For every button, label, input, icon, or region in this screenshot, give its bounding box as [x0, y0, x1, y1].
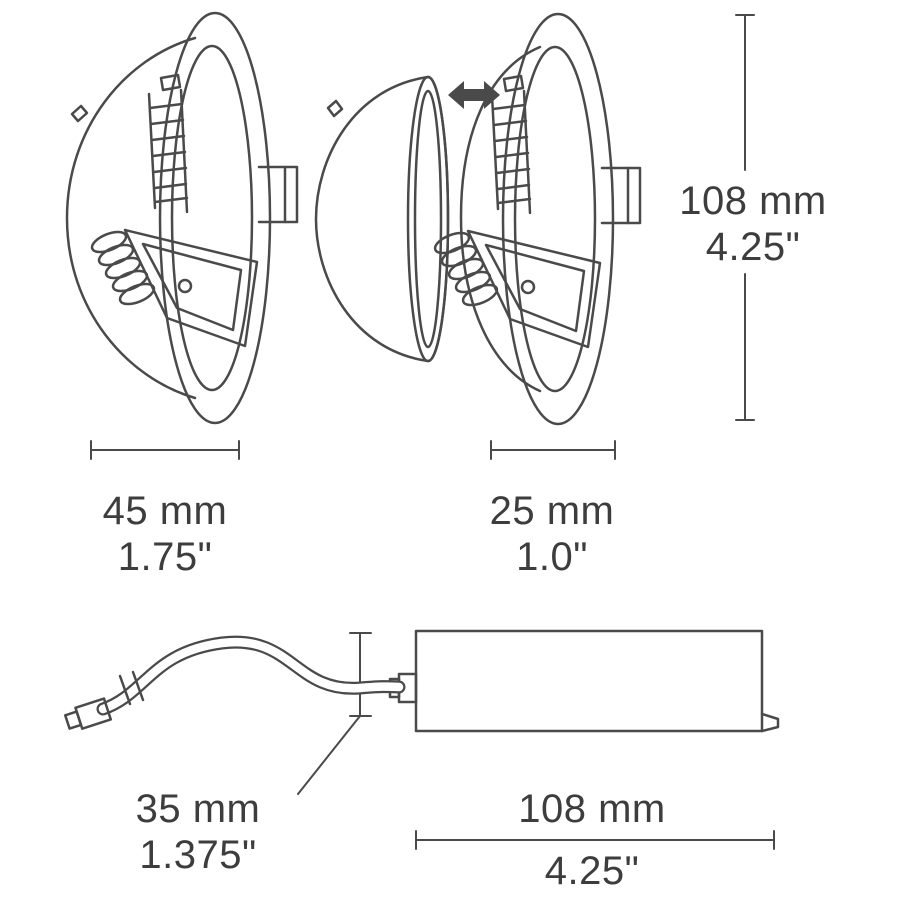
housing-profile — [459, 45, 542, 393]
dim-value-mm: 25 mm — [489, 489, 615, 533]
dim-value-mm: 45 mm — [102, 489, 228, 533]
cable-inner — [98, 637, 404, 714]
dim-value-mm: 108 mm — [679, 179, 827, 223]
dim-line-driver-height — [349, 632, 372, 717]
dim-value-inch: 1.375" — [139, 833, 257, 877]
dim-value-inch: 1.75" — [117, 535, 213, 579]
dim-line-housing-depth — [490, 440, 616, 460]
dim-value-inch: 1.0" — [516, 535, 588, 579]
dim-value-mm: 35 mm — [135, 787, 261, 831]
leader-line-driver-height — [297, 715, 361, 795]
dim-label-driver-length: 108 mm 4.25" — [492, 786, 692, 894]
cable-ticks — [118, 670, 145, 706]
detach-arrow-icon — [448, 81, 500, 109]
dim-line-fixture-depth — [90, 440, 240, 460]
dome-nub — [70, 104, 89, 123]
dim-label-housing-depth: 25 mm 1.0" — [452, 488, 652, 580]
lens-dome-attached — [65, 36, 197, 400]
dim-value-mm: 108 mm — [518, 787, 666, 831]
dim-label-fixture-height: 108 mm 4.25" — [653, 178, 853, 270]
fixture-assembled-view — [65, 11, 299, 425]
dim-value-inch: 4.25" — [705, 225, 801, 269]
dim-label-fixture-depth: 45 mm 1.75" — [65, 488, 265, 580]
fixture-open-view — [431, 12, 642, 426]
driver-tab — [760, 712, 780, 733]
dim-line-driver-length — [415, 830, 775, 850]
lens-view — [314, 75, 450, 363]
driver-box — [414, 629, 764, 733]
dim-label-driver-height: 35 mm 1.375" — [98, 786, 298, 878]
wire-connector — [64, 697, 113, 730]
dim-line-fixture-height — [735, 14, 755, 421]
driver-view — [64, 629, 780, 733]
dim-value-inch: 4.25" — [544, 849, 640, 893]
lens-nub — [326, 99, 344, 118]
